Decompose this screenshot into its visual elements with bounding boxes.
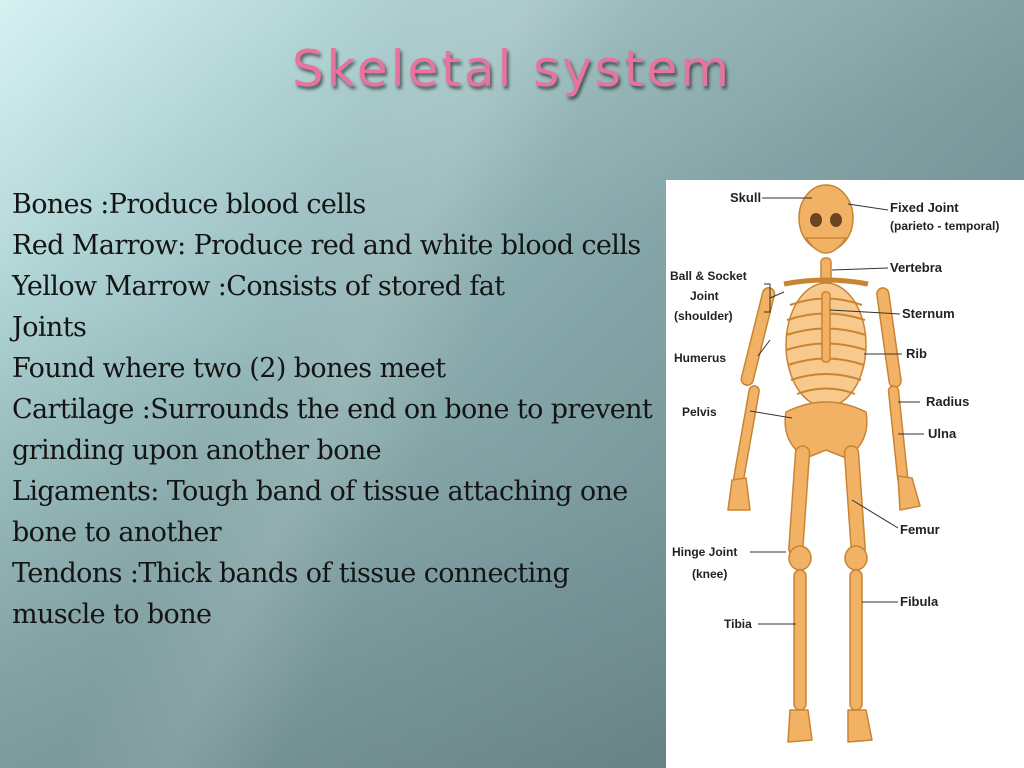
- bullet-ligaments: Ligaments: Tough band of tissue attachin…: [12, 476, 628, 548]
- pelvis-shape: [784, 401, 868, 459]
- forearm-right: [887, 385, 909, 485]
- label-hinge-joint-sub: (knee): [692, 567, 727, 581]
- knee-left: [788, 545, 812, 571]
- label-fibula: Fibula: [900, 594, 939, 609]
- humerus-right: [876, 287, 902, 388]
- eye-socket-left: [810, 213, 822, 227]
- hand-right: [897, 475, 921, 511]
- bullet-joints-found: Found where two (2) bones meet: [12, 353, 446, 384]
- knee-right: [844, 545, 868, 571]
- foot-left: [787, 709, 813, 743]
- bullet-red-marrow: Red Marrow: Produce red and white blood …: [12, 230, 641, 261]
- label-fixed-joint-sub: (parieto - temporal): [890, 219, 999, 233]
- foot-right: [847, 709, 873, 743]
- eye-socket-right: [830, 213, 842, 227]
- bullet-cartilage: Cartilage :Surrounds the end on bone to …: [12, 394, 653, 466]
- label-pelvis: Pelvis: [682, 405, 717, 419]
- skeleton-figure: Skull Fixed Joint (parieto - temporal) V…: [666, 180, 1024, 768]
- slide-title: Skeletal system: [291, 40, 733, 98]
- label-skull: Skull: [730, 190, 761, 205]
- skeleton-drawing: [727, 184, 921, 743]
- bullet-joints: Joints: [12, 312, 87, 343]
- femur-right: [843, 445, 866, 557]
- label-tibia: Tibia: [724, 617, 752, 631]
- sternum-shape: [821, 291, 831, 363]
- label-hinge-joint: Hinge Joint: [672, 545, 737, 559]
- clavicle-shape: [783, 277, 869, 287]
- leader-lines: [749, 197, 924, 625]
- hand-left: [727, 477, 751, 511]
- label-ball-socket-joint: Joint: [690, 289, 719, 303]
- bullet-yellow-marrow: Yellow Marrow :Consists of stored fat: [12, 271, 505, 302]
- label-ball-socket: Ball & Socket: [670, 269, 747, 283]
- skeleton-diagram: Skull Fixed Joint (parieto - temporal) V…: [670, 184, 999, 743]
- label-rib: Rib: [906, 346, 927, 361]
- tibia-left: [793, 569, 807, 711]
- jaw-shape: [805, 237, 847, 254]
- slide-body-text: Bones :Produce blood cells Red Marrow: P…: [12, 184, 662, 635]
- label-humerus: Humerus: [674, 351, 726, 365]
- bullet-bones: Bones :Produce blood cells: [12, 189, 366, 220]
- bullet-tendons: Tendons :Thick bands of tissue connectin…: [12, 558, 570, 630]
- forearm-left: [733, 385, 760, 484]
- femur-left: [788, 445, 811, 557]
- label-radius: Radius: [926, 394, 969, 409]
- label-vertebra: Vertebra: [890, 260, 943, 275]
- label-ball-socket-sub: (shoulder): [674, 309, 733, 323]
- label-fixed-joint: Fixed Joint: [890, 200, 959, 215]
- label-femur: Femur: [900, 522, 940, 537]
- label-ulna: Ulna: [928, 426, 957, 441]
- tibia-right: [849, 569, 863, 711]
- label-sternum: Sternum: [902, 306, 955, 321]
